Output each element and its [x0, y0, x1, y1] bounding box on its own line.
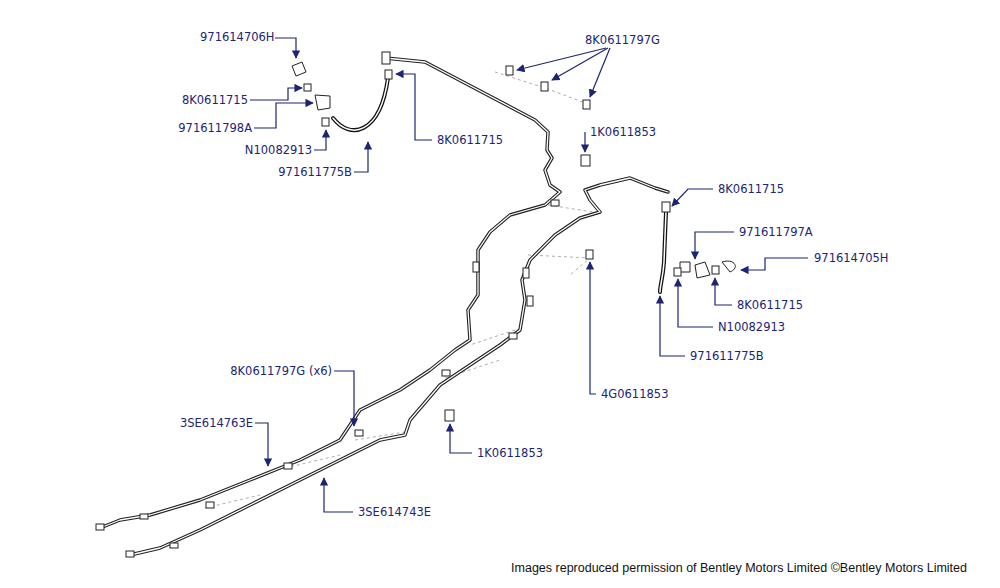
part-number: N10082913 — [245, 143, 312, 157]
part-number: N10082913 — [718, 320, 785, 334]
part-number: 1K0611853 — [590, 125, 656, 139]
part-number: 8K0611797G (x6) — [230, 364, 332, 378]
part-number: 971611775B — [278, 165, 352, 179]
part-number: 8K0611797G — [585, 33, 660, 47]
part-number: 4G0611853 — [601, 387, 668, 401]
part-number: 8K0611715 — [737, 298, 803, 312]
part-number: 971611797A — [739, 225, 813, 239]
part-number: 971611775B — [690, 349, 764, 363]
part-number: 8K0611715 — [718, 182, 784, 196]
part-number: 1K0611853 — [477, 446, 543, 460]
part-number: 971614706H — [200, 30, 275, 44]
part-number: 8K0611715 — [437, 133, 503, 147]
part-number: 971611798A — [178, 121, 252, 135]
part-number: 971614705H — [814, 251, 889, 265]
part-number: 3SE614743E — [358, 505, 431, 519]
part-number: 3SE614763E — [180, 416, 253, 430]
copyright-note: Images reproduced permission of Bentley … — [511, 561, 967, 575]
part-number: 8K0611715 — [182, 93, 248, 107]
